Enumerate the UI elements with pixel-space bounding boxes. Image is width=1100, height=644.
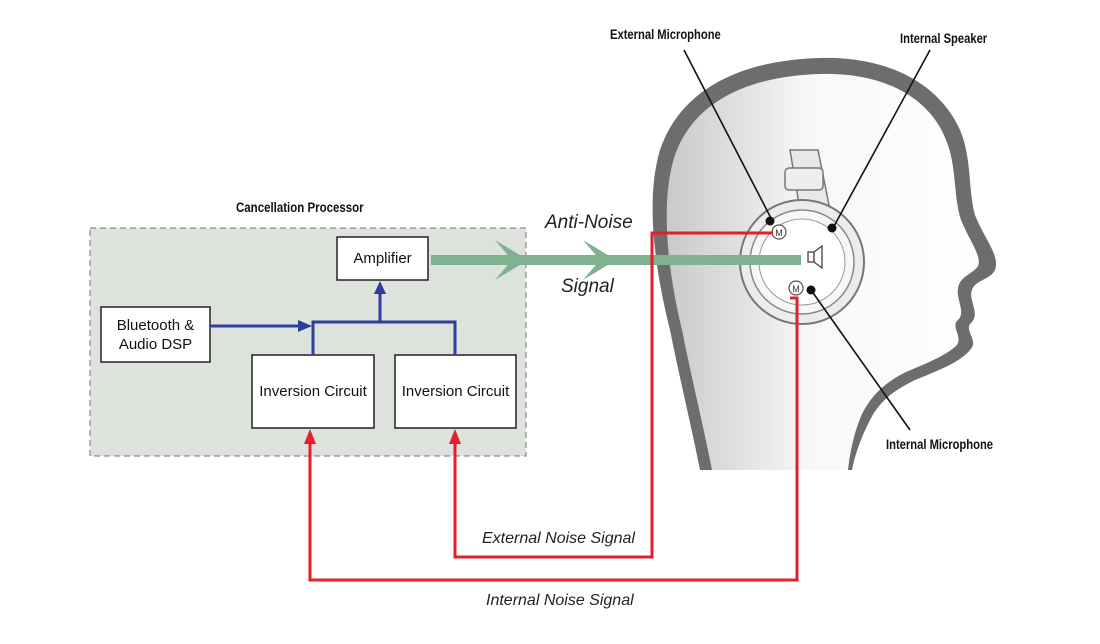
- bus-to-amplifier-arrowhead: [374, 281, 386, 294]
- internal-speaker-icon: [807, 244, 823, 270]
- external-noise-signal-line: [453, 231, 773, 559]
- anti-noise-label-line1: Anti-Noise: [545, 212, 633, 233]
- inversion-circuit-left-block: [251, 354, 375, 429]
- cancellation-processor-title: Cancellation Processor: [236, 199, 364, 215]
- svg-text:M: M: [792, 284, 800, 294]
- bluetooth-to-bus-arrowhead: [298, 320, 312, 332]
- inversion-circuit-right-label: Inversion Circuit: [401, 383, 510, 400]
- inversion-circuit-left-label: Inversion Circuit: [259, 383, 367, 400]
- internal-microphone-icon: M: [788, 280, 804, 296]
- internal-speaker-callout: Internal Speaker: [900, 30, 988, 46]
- bluetooth-dsp-label: Bluetooth & Audio DSP: [116, 316, 195, 353]
- external-noise-signal-label: External Noise Signal: [482, 530, 635, 547]
- bluetooth-dsp-block: [100, 306, 211, 363]
- amplifier-label: Amplifier: [353, 250, 412, 267]
- external-microphone-icon: M: [771, 224, 787, 240]
- internal-noise-signal-line: [308, 296, 799, 582]
- amplifier-block: [336, 236, 429, 281]
- callout-dots: [765, 216, 837, 295]
- svg-text:M: M: [775, 228, 783, 238]
- internal-wiring: [210, 292, 457, 355]
- internal-noise-arrowhead: [304, 429, 316, 444]
- internal-microphone-callout: Internal Microphone: [886, 436, 994, 452]
- inversion-circuit-right-block: [394, 354, 517, 429]
- external-noise-arrowhead: [449, 429, 461, 444]
- external-microphone-callout: External Microphone: [610, 26, 721, 42]
- callout-leaders: [683, 49, 931, 431]
- anti-noise-signal-arrow: [431, 240, 801, 280]
- headband-slider: [784, 167, 824, 191]
- anti-noise-label-line2: Signal: [561, 276, 614, 297]
- internal-noise-signal-label: Internal Noise Signal: [486, 592, 634, 609]
